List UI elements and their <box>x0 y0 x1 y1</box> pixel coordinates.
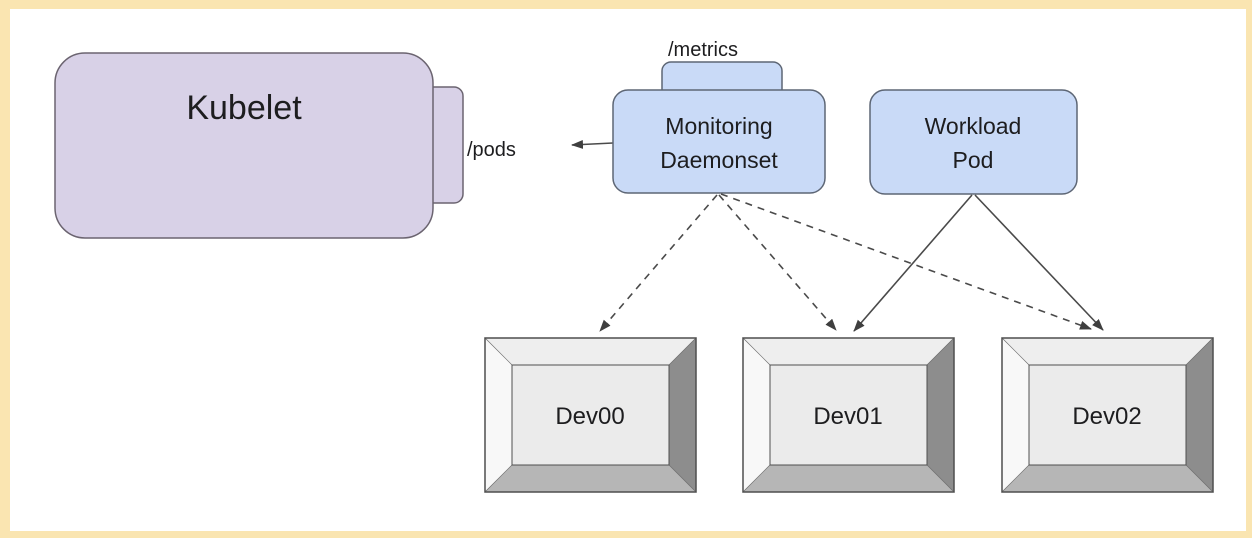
dev02-face <box>1028 364 1187 466</box>
kubelet-box <box>54 52 434 239</box>
dev02-outline <box>1001 337 1214 493</box>
kubelet-label: Kubelet <box>186 89 302 127</box>
monitoring-daemonset-label-line2: Daemonset <box>660 147 778 173</box>
dev02-bevel-bottom <box>1001 464 1214 493</box>
pods-endpoint-label: /pods <box>467 139 516 161</box>
dev00-outline <box>484 337 697 493</box>
metrics-endpoint-label: /metrics <box>668 39 738 61</box>
workload-pod-label-line1: Workload <box>925 113 1022 139</box>
dev00-label: Dev00 <box>555 403 624 430</box>
device-node-dev01: Dev01 <box>742 337 955 493</box>
kubelet-node: Kubelet <box>54 52 464 239</box>
edge-workload-to-dev01 <box>853 194 973 332</box>
workload-pod-node: Workload Pod <box>869 89 1078 195</box>
edge-daemonset-to-dev01 <box>718 194 837 331</box>
edge-workload-to-dev02 <box>974 194 1104 331</box>
monitoring-daemonset-label-line1: Monitoring <box>665 113 772 139</box>
edge-daemonset-to-dev02 <box>720 193 1092 330</box>
dev01-bevel-bottom <box>742 464 955 493</box>
device-node-dev02: Dev02 <box>1001 337 1214 493</box>
dev00-bevel-top <box>484 337 697 366</box>
dev01-outline <box>742 337 955 493</box>
workload-pod-label-line2: Pod <box>953 147 994 173</box>
edge-daemonset-to-pods <box>571 139 614 149</box>
dev02-label: Dev02 <box>1072 403 1141 430</box>
dev01-bevel-top <box>742 337 955 366</box>
monitoring-daemonset-box <box>612 89 826 194</box>
dev01-label: Dev01 <box>813 403 882 430</box>
edge-daemonset-to-dev00 <box>599 194 718 332</box>
device-node-dev00: Dev00 <box>484 337 697 493</box>
dev00-face <box>511 364 670 466</box>
dev02-bevel-top <box>1001 337 1214 366</box>
dev01-face <box>769 364 928 466</box>
workload-pod-box <box>869 89 1078 195</box>
dev00-bevel-bottom <box>484 464 697 493</box>
monitoring-daemonset-node: Monitoring Daemonset <box>612 89 826 194</box>
